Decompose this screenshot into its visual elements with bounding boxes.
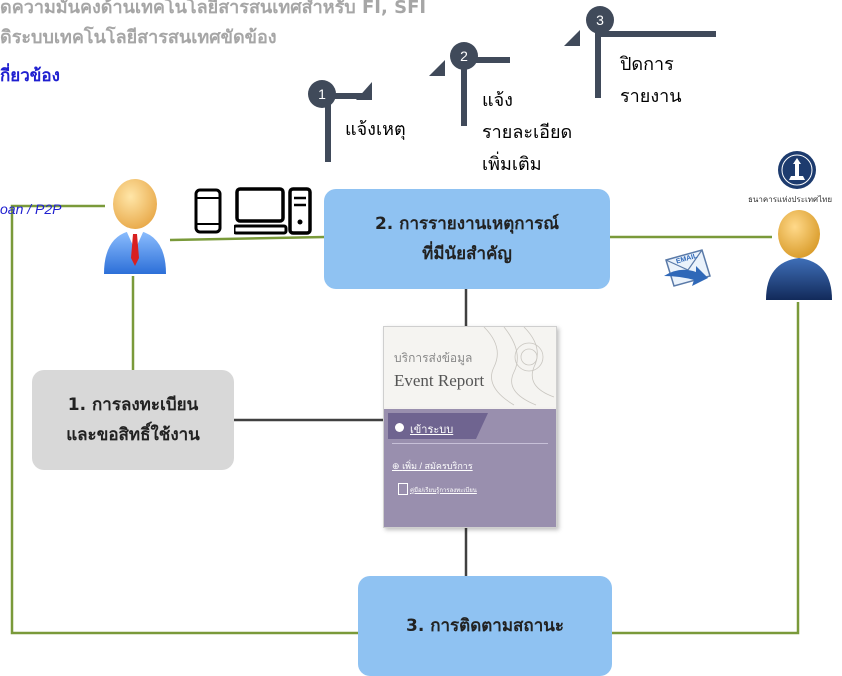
step-notch-3	[564, 30, 580, 46]
actor-left-label: oan / P2P	[0, 201, 62, 217]
smartphone-icon	[194, 188, 222, 234]
portal-title: Event Report	[394, 371, 485, 390]
step-3-label-line-1: ปิดการ	[620, 54, 674, 75]
step-3-label-line-2: รายงาน	[620, 86, 682, 107]
add-service-link[interactable]: ⊕ เพิ่ม / สมัครบริการ	[392, 459, 473, 473]
step-2-label-line-3: เพิ่มเติม	[482, 154, 542, 175]
track-box-label: 3. การติดตามสถานะ	[405, 616, 564, 636]
plus-circle-icon: ⊕	[392, 461, 400, 471]
portal-divider	[392, 443, 548, 444]
login-link[interactable]: เข้าระบบ	[410, 424, 454, 436]
line-user-to-report	[169, 235, 326, 242]
step-notch-2	[429, 60, 445, 76]
track-status-box: 3. การติดตามสถานะ	[358, 576, 612, 676]
step-bar-3	[595, 31, 716, 98]
line-right-loop	[612, 302, 800, 635]
bot-officer-icon	[766, 210, 832, 300]
manual-link[interactable]: คู่มือ/เรียนรู้การลงทะเบียน	[410, 488, 477, 494]
header-line-1: ดความมั่นคงด้านเทคโนโลยีสารสนเทศสำหรับ F…	[0, 0, 427, 18]
step-2-label-line-1: แจ้ง	[482, 90, 513, 111]
login-bullet-icon	[395, 423, 404, 432]
register-box-line-1: 1. การลงทะเบียน	[67, 395, 199, 415]
line-left-loop	[10, 204, 358, 635]
step-notch-1	[356, 82, 372, 100]
desktop-computer-icon	[234, 187, 312, 235]
step-1-label: แจ้งเหตุ	[345, 119, 406, 140]
add-service-label: เพิ่ม / สมัครบริการ	[402, 461, 473, 471]
user-icon	[104, 179, 166, 274]
manual-book-icon	[398, 483, 408, 495]
bot-label: ธนาคารแห่งประเทศไทย	[748, 195, 833, 204]
portal-subtitle: บริการส่งข้อมูล	[394, 351, 473, 365]
portal-header: บริการส่งข้อมูล Event Report	[384, 327, 556, 407]
header-line-3: กี่ยวข้อง	[0, 66, 60, 86]
bank-of-thailand-logo	[778, 151, 816, 189]
step-1-badge: 1	[308, 80, 336, 108]
step-3-badge: 3	[586, 6, 614, 34]
event-report-portal: บริการส่งข้อมูล Event Report เข้าระบบ ⊕ …	[383, 326, 557, 528]
login-tab[interactable]: เข้าระบบ	[388, 413, 488, 439]
report-significant-event-box: 2. การรายงานเหตุการณ์ ที่มีนัยสำคัญ	[324, 189, 610, 289]
register-box: 1. การลงทะเบียน และขอสิทธิ์ใช้งาน	[32, 370, 234, 470]
report-box-line-2: ที่มีนัยสำคัญ	[422, 244, 512, 264]
email-icon: EMAIL	[664, 249, 711, 287]
portal-menu: เข้าระบบ ⊕ เพิ่ม / สมัครบริการ คู่มือ/เร…	[384, 409, 556, 527]
report-box-line-1: 2. การรายงานเหตุการณ์	[374, 214, 560, 234]
register-box-line-2: และขอสิทธิ์ใช้งาน	[66, 425, 200, 445]
step-2-label-line-2: รายละเอียด	[482, 122, 573, 143]
step-2-badge: 2	[450, 42, 478, 70]
portal-pattern-decoration	[483, 327, 555, 406]
header-line-2: ดิระบบเทคโนโลยีสารสนเทศขัดข้อง	[0, 27, 277, 48]
